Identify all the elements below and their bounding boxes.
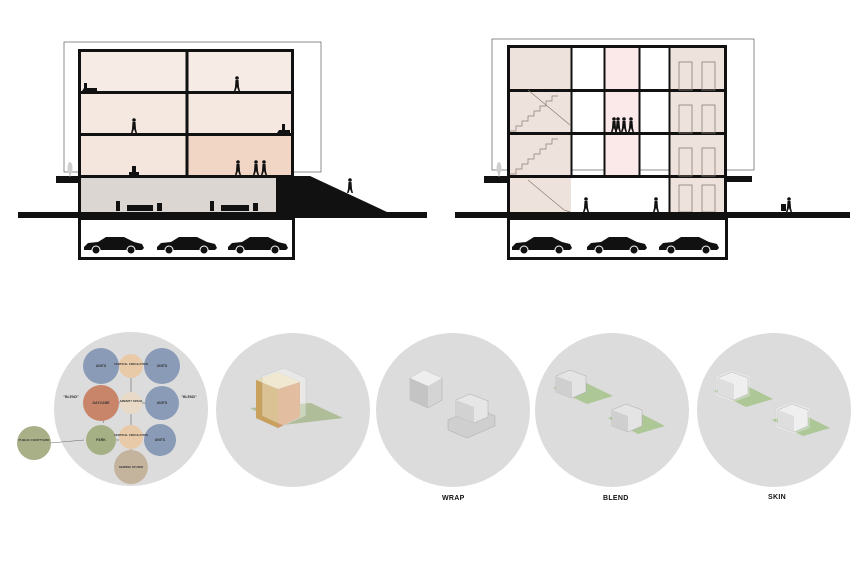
node-units-1: UNITS xyxy=(96,364,107,368)
massing-wrap xyxy=(376,333,530,487)
program-bubble-diagram: UNITS UNITS UNITS UNITS VERTICAL CIRCULA… xyxy=(17,332,208,486)
node-units-3: UNITS xyxy=(157,401,168,405)
section-left xyxy=(18,41,427,260)
caption-skin: SKIN xyxy=(768,494,786,501)
node-units-4: UNITS xyxy=(155,438,166,442)
node-public-courtyard: PUBLIC COURTYARD xyxy=(19,438,51,442)
node-amenity-space: AMENITY SPACE xyxy=(120,399,143,403)
caption-blend: BLEND xyxy=(603,495,629,502)
massing-overall xyxy=(216,333,370,487)
annotation-blend-left: "BLEND" xyxy=(63,395,79,399)
massing-blend xyxy=(535,333,689,487)
annotation-blend-right: "BLEND" xyxy=(181,395,197,399)
node-vertical-circulation-1: VERTICAL CIRCULATION xyxy=(114,362,148,366)
node-daycare: DAYCARE xyxy=(93,401,111,405)
caption-wrap: WRAP xyxy=(442,495,465,502)
section-right xyxy=(455,38,850,260)
massing-skin xyxy=(697,333,851,487)
node-vertical-circulation-2: VERTICAL CIRCULATION xyxy=(114,433,148,437)
node-units-2: UNITS xyxy=(157,364,168,368)
node-sewing-studio: SEWING STUDIO xyxy=(119,465,144,469)
node-park: PARK xyxy=(96,438,106,442)
